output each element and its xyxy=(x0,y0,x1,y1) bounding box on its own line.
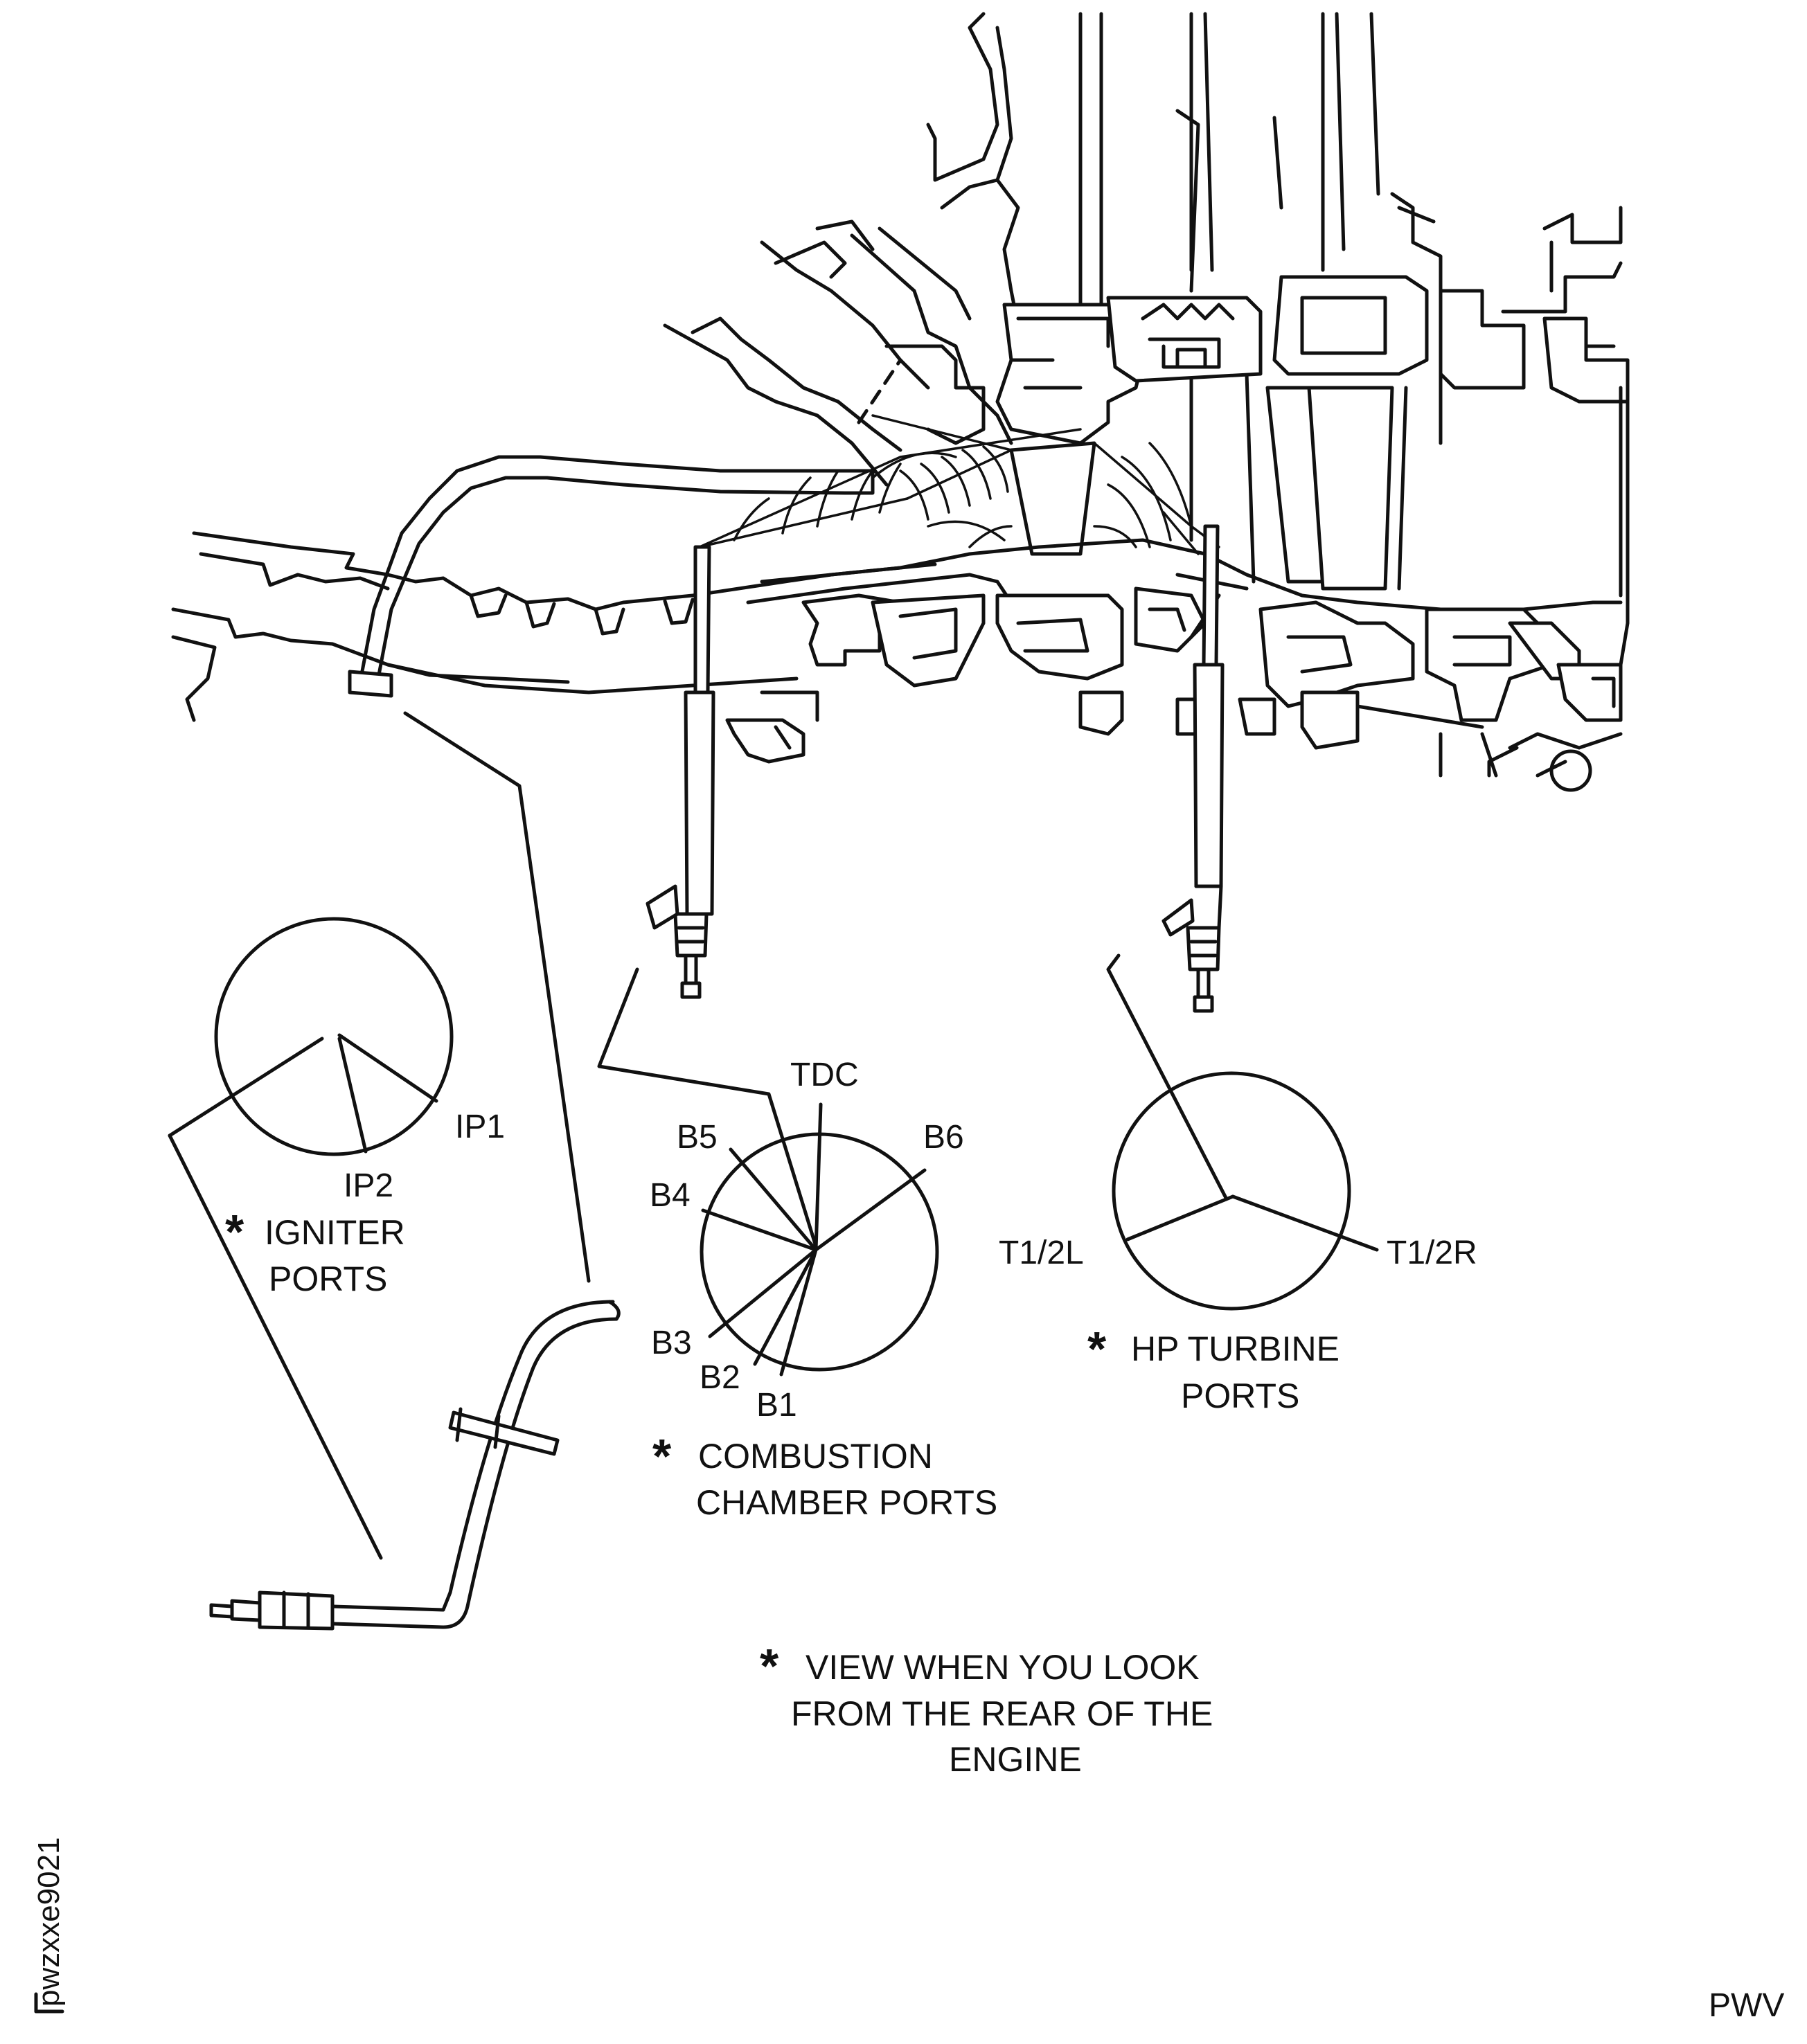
t12r-leader xyxy=(1231,1194,1379,1252)
igniter-view-circle xyxy=(214,917,454,1156)
igniter-caption-line1: IGNITER xyxy=(265,1213,405,1252)
ip2-label: IP2 xyxy=(344,1167,393,1204)
engine-cross-section xyxy=(171,12,1630,1013)
b5-label: B5 xyxy=(677,1119,718,1156)
turbine-view-circle xyxy=(1112,1071,1351,1311)
combustion-caption-line2: CHAMBER PORTS xyxy=(696,1483,997,1522)
b4-leader xyxy=(701,1208,818,1252)
ip1-leader xyxy=(337,1033,438,1103)
tdc-leader xyxy=(814,1102,823,1252)
t12l-label: T1/2L xyxy=(999,1235,1084,1271)
t12l-leader xyxy=(1125,1194,1235,1241)
igniter-plug-drawing xyxy=(209,1300,621,1631)
t12r-label: T1/2R xyxy=(1387,1235,1477,1271)
b2-label: B2 xyxy=(700,1359,740,1396)
b1-leader xyxy=(779,1248,818,1377)
note-line3: ENGINE xyxy=(949,1740,1082,1779)
combustion-asterisk: * xyxy=(652,1429,672,1483)
hp-turbine-ports-view: T1/2L T1/2R * HP TURBINE PORTS xyxy=(999,1071,1477,1415)
turbine-caption-line2: PORTS xyxy=(1181,1377,1299,1415)
b6-leader xyxy=(814,1168,927,1252)
figure-id-block: pwzxxe9021 xyxy=(32,1837,66,2014)
ip2-leader xyxy=(337,1037,368,1154)
igniter-ports-view: IP1 IP2 * IGNITER PORTS xyxy=(168,917,505,1560)
view-note: * VIEW WHEN YOU LOOK FROM THE REAR OF TH… xyxy=(760,1639,1213,1779)
b3-label: B3 xyxy=(651,1325,692,1361)
ip1-label: IP1 xyxy=(455,1109,505,1145)
igniter-caption-line2: PORTS xyxy=(269,1259,387,1298)
drawing-mark: PWV xyxy=(1709,1987,1784,2024)
combustion-ports-view: TDC B1 B2 B3 B4 B5 B6 * COMBUSTION CHAMB… xyxy=(650,1057,997,1522)
note-line2: FROM THE REAR OF THE xyxy=(791,1694,1213,1733)
b3-leader xyxy=(708,1248,818,1338)
figure-id: pwzxxe9021 xyxy=(32,1837,66,2007)
b2-leader xyxy=(753,1248,818,1366)
igniter-asterisk: * xyxy=(225,1205,244,1259)
combustion-caption-line1: COMBUSTION xyxy=(698,1437,933,1476)
turbine-asterisk: * xyxy=(1087,1322,1107,1376)
note-asterisk: * xyxy=(760,1639,779,1693)
leader-lines xyxy=(403,711,1228,1283)
turbine-caption-line1: HP TURBINE xyxy=(1131,1329,1339,1368)
note-line1: VIEW WHEN YOU LOOK xyxy=(805,1648,1200,1687)
b1-label: B1 xyxy=(756,1387,797,1424)
b4-label: B4 xyxy=(650,1177,691,1214)
b5-leader xyxy=(729,1147,818,1252)
b6-label: B6 xyxy=(923,1119,964,1156)
tdc-label: TDC xyxy=(790,1057,859,1093)
